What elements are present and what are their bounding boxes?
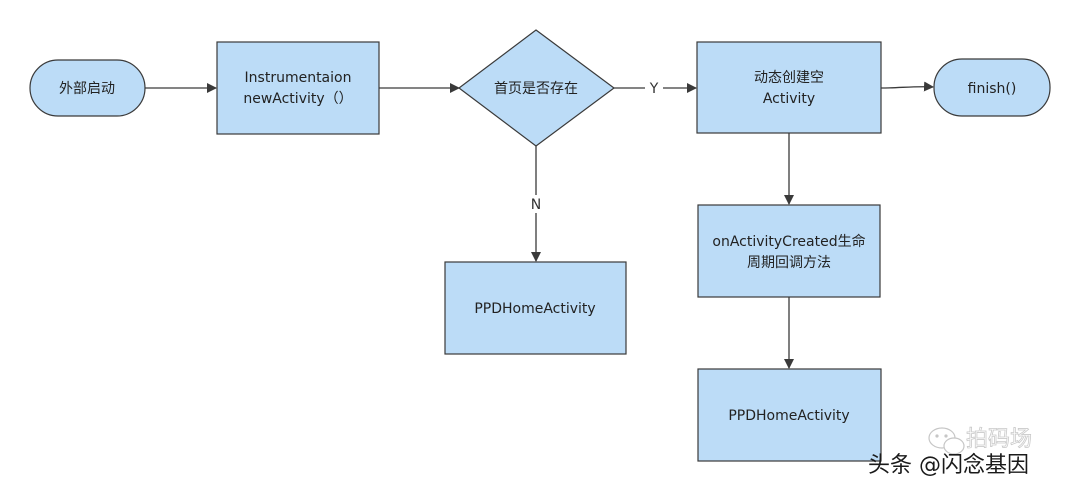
node-instr-line1: Instrumentaion <box>245 70 352 86</box>
node-home-final: PPDHomeActivity <box>697 368 882 462</box>
no-label-bg <box>527 195 545 213</box>
wechat-icon <box>928 427 965 455</box>
node-lifecycle-line1: onActivityCreated生命 <box>712 233 865 250</box>
node-finish-label: finish() <box>968 81 1017 97</box>
node-finish: finish() <box>933 58 1051 117</box>
node-start-label: 外部启动 <box>59 81 115 97</box>
node-create: 动态创建空 Activity <box>696 41 882 134</box>
yes-label-bg <box>645 79 663 97</box>
node-home-no: PPDHomeActivity <box>444 261 627 355</box>
node-lifecycle-line2: 周期回调方法 <box>747 255 831 271</box>
edge-create-to-finish <box>880 81 934 92</box>
watermark-text: 拍码场 <box>966 427 1032 452</box>
node-home-final-label: PPDHomeActivity <box>728 408 849 424</box>
yes-label: Y <box>649 81 659 97</box>
node-create-line1: 动态创建空 <box>754 70 824 86</box>
node-lifecycle: onActivityCreated生命 周期回调方法 <box>697 204 881 298</box>
node-check-decision: 首页是否存在 <box>458 29 616 147</box>
node-create-line2: Activity <box>763 91 815 107</box>
node-instrumentation: Instrumentaion newActivity（） <box>216 41 380 135</box>
node-home-no-label: PPDHomeActivity <box>474 301 595 317</box>
node-check-label: 首页是否存在 <box>494 81 578 97</box>
credit-text: 头条 @闪念基因 <box>868 453 1029 478</box>
no-label: N <box>531 197 541 213</box>
node-start: 外部启动 <box>29 59 146 117</box>
watermark: 拍码场 <box>928 427 1032 455</box>
node-instr-line2: newActivity（） <box>243 91 352 107</box>
